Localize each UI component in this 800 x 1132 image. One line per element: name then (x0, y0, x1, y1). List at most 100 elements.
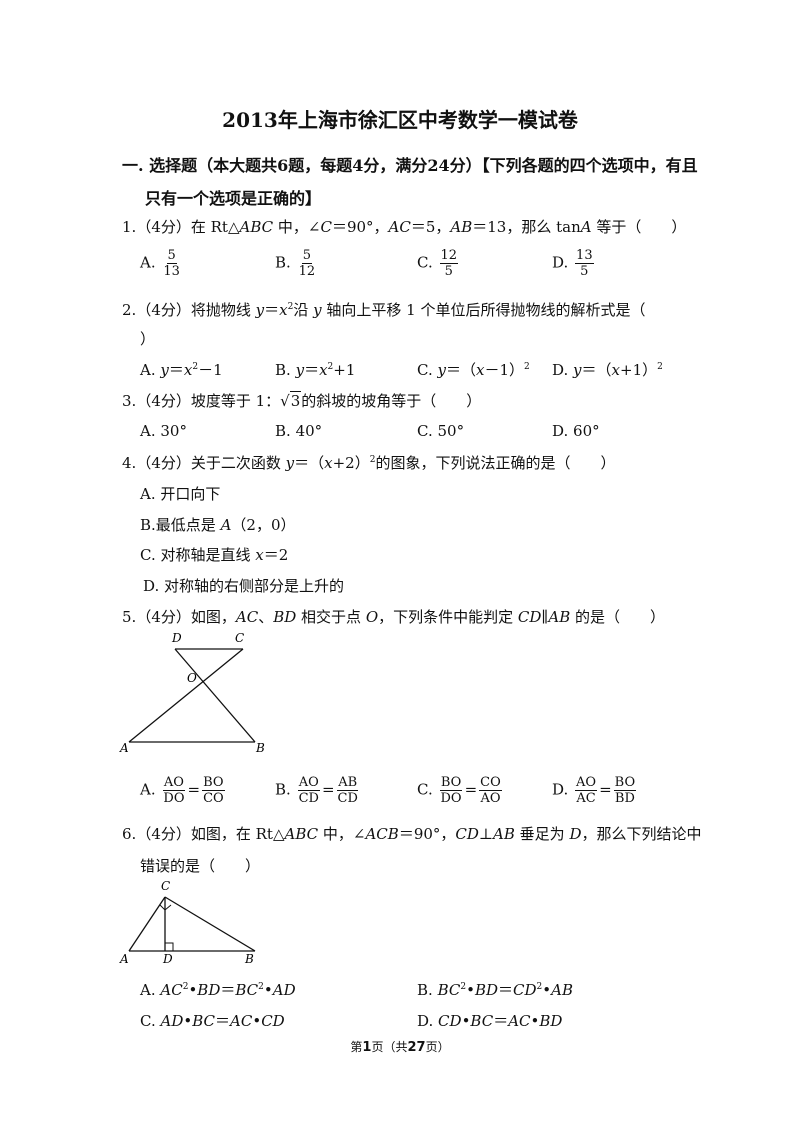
page-title: 2013年上海市徐汇区中考数学一模试卷 (222, 108, 578, 132)
var: y (437, 361, 446, 379)
option-label: A. (140, 422, 156, 440)
option-text: （2，0） (231, 516, 296, 534)
dot: • (542, 981, 552, 999)
q2-text: 沿 (293, 301, 314, 319)
text: +1 (333, 361, 356, 379)
q4-option-c[interactable]: C. 对称轴是直线 x＝2 (140, 544, 288, 565)
option-label: A. (140, 361, 156, 379)
exponent: 2 (258, 982, 264, 992)
q3-number: 3. (122, 392, 137, 410)
text: ＝（ (445, 361, 476, 379)
var: BC (437, 981, 461, 999)
q6-var: AB (493, 825, 515, 843)
q6-var: ABC (284, 825, 319, 843)
q6-option-c[interactable]: C. AD•BC＝AC•CD (140, 1010, 285, 1031)
option-text: 最低点是 (155, 516, 221, 534)
q4-text: 的图象，下列说法正确的是（ ） (375, 454, 616, 472)
text: －1 (198, 361, 223, 379)
right-angle-mark (165, 942, 174, 951)
q2-var: x (279, 301, 288, 319)
option-text: 50° (437, 422, 465, 440)
var: AD (160, 1012, 184, 1030)
q2-option-d[interactable]: D. y＝（x+1）2 (552, 359, 663, 380)
q4-option-b[interactable]: B.最低点是 A（2，0） (140, 514, 296, 535)
q1-var: ABC (239, 218, 274, 236)
q4-option-d[interactable]: D. 对称轴的右侧部分是上升的 (143, 575, 344, 596)
denominator: CO (203, 791, 224, 806)
q5-text: 的是（ ） (570, 608, 665, 626)
exponent: 2 (657, 362, 663, 372)
q3-option-a[interactable]: A. 30° (140, 422, 187, 440)
q5-text: 如图， (190, 608, 236, 626)
question-2: 2.（4分）将抛物线 y＝x2沿 y 轴向上平移 1 个单位后所得抛物线的解析式… (122, 299, 645, 320)
q6-option-a[interactable]: A. AC2•BD＝BC2•AD (140, 979, 296, 1000)
q6-text: 如图，在 Rt△ (190, 825, 285, 843)
var: CD (438, 1012, 462, 1030)
q1-text: 等于（ ） (591, 218, 687, 236)
q6-option-b[interactable]: B. BC2•BD＝CD2•AB (417, 979, 573, 1000)
footer-text: 页） (425, 1040, 450, 1054)
var: BC (192, 1012, 215, 1030)
q2-text: 轴向上平移 1 个单位后所得抛物线的解析式是（ (321, 301, 646, 319)
q2-var: y (255, 301, 265, 319)
q1-var: A (580, 218, 592, 236)
equals: ＝ (493, 1012, 509, 1030)
sqrt-sign: √3 (280, 391, 302, 410)
option-label: D. (417, 1012, 434, 1030)
var: BD (474, 981, 499, 999)
q6-option-d[interactable]: D. CD•BC＝AC•BD (417, 1010, 562, 1031)
var: AC (230, 1012, 253, 1030)
option-label: C. (417, 422, 433, 440)
q3-option-c[interactable]: C. 50° (417, 422, 464, 440)
q1-text: ＝13，那么 tan (472, 218, 581, 236)
denominator: 5 (444, 264, 453, 279)
q2-option-a[interactable]: A. y＝x2－1 (140, 359, 223, 380)
var: CD (513, 981, 537, 999)
q4-text: ＝（ (294, 454, 325, 472)
option-label: D. (552, 253, 569, 272)
q6-figure: C A D B (119, 879, 256, 966)
question-3: 3.（4分）坡度等于 1：√3的斜坡的坡角等于（ ） (122, 390, 481, 411)
dot: • (530, 1012, 540, 1030)
q5-number: 5. (122, 608, 137, 626)
var: AC (160, 981, 183, 999)
option-label: D. (552, 422, 569, 440)
option-text: ＝2 (263, 546, 289, 564)
question-6: 6.（4分）如图，在 Rt△ABC 中，∠ACB＝90°，CD⊥AB 垂足为 D… (122, 823, 701, 844)
page-footer: 第1页（共27页） (0, 1038, 800, 1055)
denominator: AC (576, 791, 596, 806)
option-label: C. (417, 361, 433, 379)
var: x (476, 361, 485, 379)
q4-option-a[interactable]: A. 开口向下 (140, 483, 220, 504)
q2-option-c[interactable]: C. y＝（x－1）2 (417, 359, 530, 380)
q3-option-b[interactable]: B. 40° (275, 422, 322, 440)
q6-var: CD (455, 825, 479, 843)
q3-option-d[interactable]: D. 60° (552, 422, 600, 440)
option-text: 60° (573, 422, 600, 440)
q3-text: 的斜坡的坡角等于（ ） (301, 392, 482, 410)
q1-var: C (320, 218, 332, 236)
var: x (183, 361, 193, 379)
q5-text: ∥ (541, 608, 549, 626)
q1-var: AC (388, 218, 411, 236)
denominator: 12 (298, 264, 316, 279)
text: －1） (484, 361, 525, 379)
option-text: 开口向下 (160, 485, 221, 503)
q6-text: ，那么下列结论中 (581, 825, 702, 843)
q2-var: y (313, 301, 322, 319)
option-label: D. (552, 361, 569, 379)
option-label: B. (140, 516, 156, 534)
q2-option-b[interactable]: B. y＝x2+1 (275, 359, 355, 380)
